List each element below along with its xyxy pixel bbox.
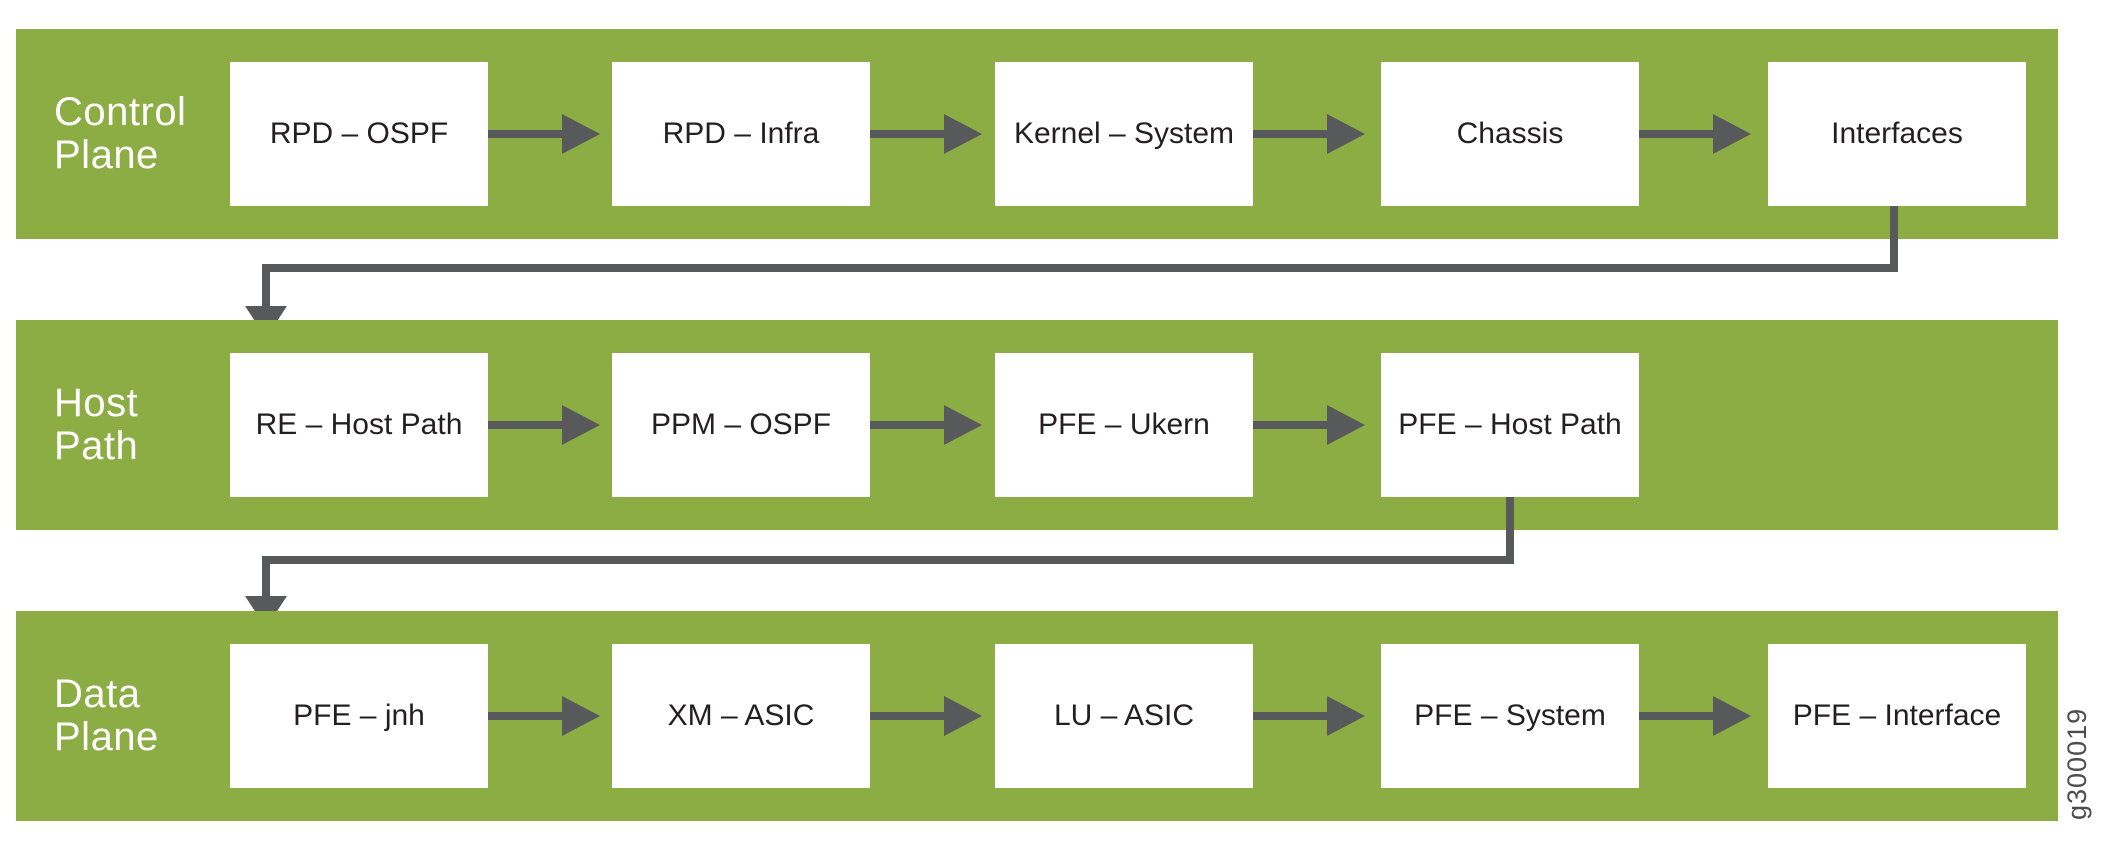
flow-box-interfaces: Interfaces xyxy=(1768,62,2026,206)
flow-box-rpd-ospf: RPD – OSPF xyxy=(230,62,488,206)
band-control-plane: Control Plane RPD – OSPF RPD – Infra Ker… xyxy=(16,29,2058,239)
flow-box-pfe-interface: PFE – Interface xyxy=(1768,644,2026,788)
flow-box-label: PFE – jnh xyxy=(293,699,425,732)
flow-box-label: RE – Host Path xyxy=(255,408,463,441)
band-data-plane: Data Plane PFE – jnh XM – ASIC LU – ASIC… xyxy=(16,611,2058,821)
arrow-right-icon xyxy=(870,114,982,154)
flow-box-pfe-system: PFE – System xyxy=(1381,644,1639,788)
band-label-control-plane: Control Plane xyxy=(54,89,187,177)
arrow-right-icon xyxy=(1639,696,1751,736)
arrow-right-icon xyxy=(870,696,982,736)
arrow-right-icon xyxy=(488,114,600,154)
flow-box-label: PFE – Ukern xyxy=(1038,408,1210,441)
band-label-data-plane: Data Plane xyxy=(54,671,159,759)
arrow-right-icon xyxy=(1253,696,1365,736)
flow-box-label: RPD – Infra xyxy=(662,117,820,150)
flow-box-pfe-host-path: PFE – Host Path xyxy=(1381,353,1639,497)
arrow-right-icon xyxy=(488,405,600,445)
arrow-right-icon xyxy=(488,696,600,736)
band-label-host-path: Host Path xyxy=(54,380,139,468)
flow-box-label: PFE – Host Path xyxy=(1398,408,1622,441)
flow-box-label: Chassis xyxy=(1456,117,1564,150)
flow-box-label: PFE – Interface xyxy=(1792,699,2002,732)
flow-box-chassis: Chassis xyxy=(1381,62,1639,206)
arrow-right-icon xyxy=(1253,405,1365,445)
flow-box-ppm-ospf: PPM – OSPF xyxy=(612,353,870,497)
flow-box-pfe-ukern: PFE – Ukern xyxy=(995,353,1253,497)
flow-box-pfe-jnh: PFE – jnh xyxy=(230,644,488,788)
flow-box-label: Interfaces xyxy=(1831,117,1963,150)
flow-box-kernel-system: Kernel – System xyxy=(995,62,1253,206)
arrow-right-icon xyxy=(1639,114,1751,154)
band-host-path: Host Path RE – Host Path PPM – OSPF PFE … xyxy=(16,320,2058,530)
arrow-right-icon xyxy=(870,405,982,445)
artwork-id: g300019 xyxy=(2062,707,2092,820)
flow-box-label: PFE – System xyxy=(1414,699,1606,732)
flow-box-xm-asic: XM – ASIC xyxy=(612,644,870,788)
flow-box-label: XM – ASIC xyxy=(667,699,815,732)
flow-box-label: PPM – OSPF xyxy=(650,408,832,441)
flow-box-lu-asic: LU – ASIC xyxy=(995,644,1253,788)
flow-box-label: LU – ASIC xyxy=(1053,699,1195,732)
flow-box-label: Kernel – System xyxy=(1013,117,1235,150)
flow-box-re-host-path: RE – Host Path xyxy=(230,353,488,497)
flow-box-rpd-infra: RPD – Infra xyxy=(612,62,870,206)
arrow-right-icon xyxy=(1253,114,1365,154)
flow-box-label: RPD – OSPF xyxy=(269,117,449,150)
